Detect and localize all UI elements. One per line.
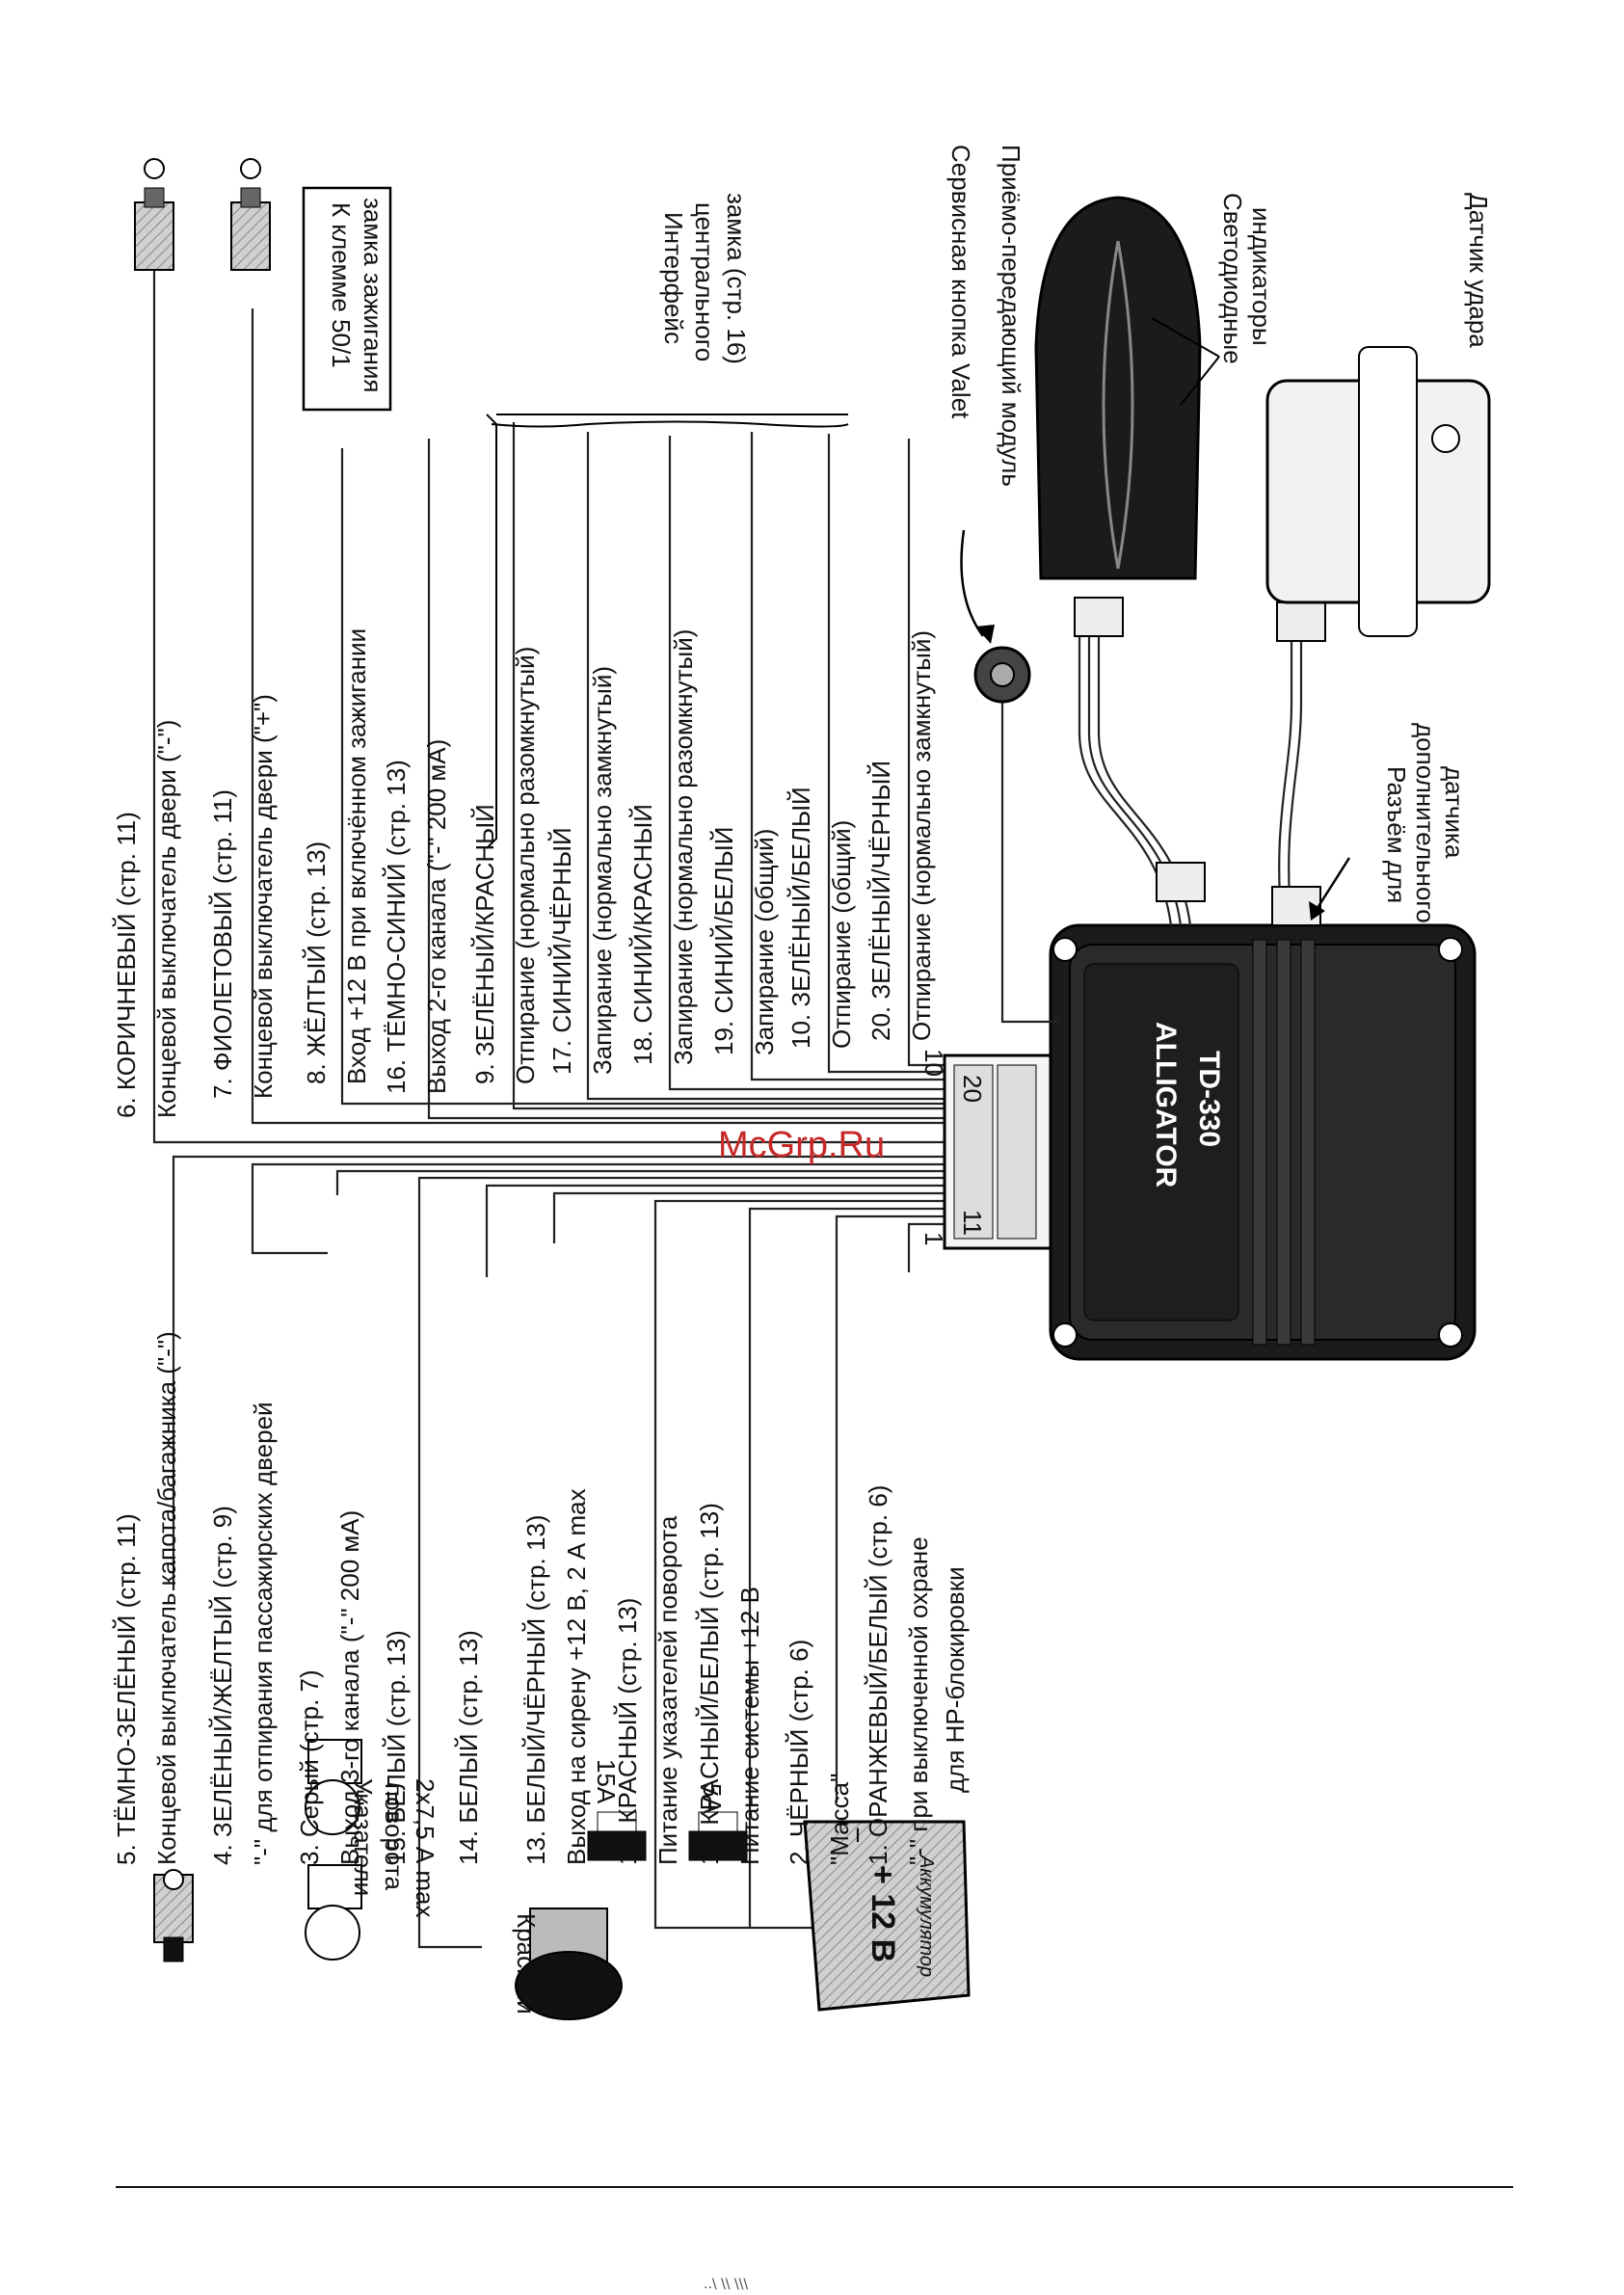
wire-3-desc: Выход 3-го канала ("-" 200 мА) xyxy=(335,1510,364,1865)
pin-label-1: 1 xyxy=(919,1232,948,1245)
wire-13-desc: Выход на сирену +12 В, 2 А max xyxy=(562,1488,591,1865)
wire-9-desc: Отпирание (нормально разомкнутый) xyxy=(511,647,540,1084)
fuse-15a: 15А xyxy=(587,1759,647,1861)
control-unit: TD-330 ALLIGATOR xyxy=(1049,923,1477,1361)
wire-19-title: 19. СИНИЙ/БЕЛЫЙ xyxy=(709,827,738,1055)
battery-brand: Аккумулятор xyxy=(916,1855,937,1977)
wire-15-title: 15. БЕЛЫЙ (стр. 13) xyxy=(382,1630,411,1865)
wire-13-title: 13. БЕЛЫЙ/ЧЁРНЫЙ (стр. 13) xyxy=(521,1514,550,1865)
wire-5-desc: Концевой выключатель капота/багажника ("… xyxy=(152,1331,181,1865)
brand-name: ALLIGATOR xyxy=(1150,1022,1182,1188)
interface-label-2: центрального xyxy=(690,202,719,361)
wire-7-desc: Концевой выключатель двери ("+") xyxy=(249,694,278,1099)
wire-1-title: 1. ОРАНЖЕВЫЙ/БЕЛЫЙ (стр. 6) xyxy=(864,1485,892,1865)
door-switch-violet xyxy=(230,158,271,271)
page-rule xyxy=(116,2186,1513,2188)
wire-5-title: 5. ТЁМНО-ЗЕЛЁНЫЙ (стр. 11) xyxy=(112,1513,141,1865)
connector-20pin: 10 20 11 1 xyxy=(919,1049,1052,1250)
wire-14-title: 14. БЕЛЫЙ (стр. 13) xyxy=(454,1630,483,1865)
watermark: McGrp.Ru xyxy=(718,1125,885,1165)
wire-4-desc: "-" для отпирания пассажирских дверей xyxy=(249,1401,278,1865)
turn-signals-label-2: поворота xyxy=(380,1783,409,1890)
ignition-box-line-2: замка зажигания xyxy=(359,198,387,393)
wire-11-title: 11. КРАСНЫЙ/БЕЛЫЙ (стр. 13) xyxy=(695,1503,724,1865)
connector-label-3: датчика xyxy=(1440,766,1469,859)
wire-12-desc: Питание указателей поворота xyxy=(653,1515,682,1865)
turn-signals-label-3: 2х7,5 А max xyxy=(411,1778,439,1918)
wire-10-desc: Отпирание (общий) xyxy=(827,820,856,1049)
siren-label: Красный xyxy=(512,1913,541,2015)
interface-label-3: замка (стр. 16) xyxy=(722,193,751,364)
left-wire-labels: 5. ТЁМНО-ЗЕЛЁНЫЙ (стр. 11) Концевой выкл… xyxy=(112,1331,970,1865)
wire-harness xyxy=(152,270,949,1949)
wire-18-title: 18. СИНИЙ/КРАСНЫЙ xyxy=(628,804,657,1065)
connector-label-1: Разъём для xyxy=(1382,766,1411,903)
wire-20-title: 20. ЗЕЛЁНЫЙ/ЧЁРНЫЙ xyxy=(866,761,895,1041)
interface-bracket: Интерфейс центрального замка (стр. 16) xyxy=(486,193,849,849)
wire-17-desc: Запирание (нормально замкнутый) xyxy=(588,666,617,1075)
transceiver-module: Приёмо-передающий модуль Светодиодные ин… xyxy=(997,145,1276,926)
siren: Красный xyxy=(512,1908,623,2020)
battery-label: + 12 В xyxy=(865,1865,901,1962)
wire-20-desc: Отпирание (нормально замкнутый) xyxy=(907,630,936,1041)
wire-12-title: 12. КРАСНЫЙ (стр. 13) xyxy=(613,1598,642,1865)
brand-model: TD-330 xyxy=(1193,1051,1225,1147)
led-label-1: Светодиодные xyxy=(1218,193,1247,364)
door-switch-brown xyxy=(134,158,174,271)
turn-signal-lamps: Указатели поворота 2х7,5 А max xyxy=(251,1190,439,1961)
connector-label-2: дополнительного xyxy=(1411,723,1440,923)
wire-9-title: 9. ЗЕЛЁНЫЙ/КРАСНЫЙ xyxy=(470,804,499,1084)
battery: + 12 В Аккумулятор − xyxy=(803,1820,971,2012)
wire-4-title: 4. ЗЕЛЁНЫЙ/ЖЁЛТЫЙ (стр. 9) xyxy=(208,1506,237,1865)
wire-19-desc: Запирание (общий) xyxy=(750,829,779,1055)
fuse-5a: 5А xyxy=(688,1783,748,1861)
wire-6-title: 6. КОРИЧНЕВЫЙ (стр. 11) xyxy=(112,812,141,1118)
wire-1-desc: "-" при выключенной охране xyxy=(904,1536,933,1865)
wire-1-desc-2: для НР-блокировки xyxy=(941,1566,970,1793)
battery-minus: − xyxy=(841,1827,873,1844)
footer-scan-marks: ..\ \\ \\\ xyxy=(704,2277,749,2292)
ignition-box-line-1: К клемме 50/1 xyxy=(327,202,356,368)
wire-6-desc: Концевой выключатель двери ("-") xyxy=(152,720,181,1118)
pin-label-10: 10 xyxy=(919,1049,948,1077)
led-label-2: индикаторы xyxy=(1247,207,1276,346)
turn-signals-label-1: Указатели xyxy=(349,1778,378,1896)
wire-16-title: 16. ТЁМНО-СИНИЙ (стр. 13) xyxy=(382,760,411,1094)
wire-10-title: 10. ЗЕЛЁНЫЙ/БЕЛЫЙ xyxy=(786,787,815,1049)
fuse-5a-label: 5А xyxy=(698,1783,727,1814)
fuse-15a-label: 15А xyxy=(592,1759,621,1804)
ignition-box: К клемме 50/1 замка зажигания xyxy=(302,186,392,412)
wire-18-desc: Запирание (нормально разомкнутый) xyxy=(669,629,698,1065)
pin-label-11: 11 xyxy=(958,1210,987,1236)
valet-label: Сервисная кнопка Valet xyxy=(946,145,975,419)
wire-7-title: 7. ФИОЛЕТОВЫЙ (стр. 11) xyxy=(208,789,237,1099)
shock-sensor: Датчик удара Разъём для дополнительного … xyxy=(1265,193,1493,926)
wire-16-desc: Выход 2-го канала ("-" 200 мА) xyxy=(422,739,451,1094)
hood-switch xyxy=(153,1869,194,1962)
wire-2-title: 2. ЧЁРНЫЙ (стр. 6) xyxy=(785,1640,813,1865)
interface-label-1: Интерфейс xyxy=(659,212,688,344)
wire-8-desc: Вход +12 В при включённом зажигании xyxy=(342,628,371,1084)
transceiver-label: Приёмо-передающий модуль xyxy=(997,145,1025,487)
wire-2-desc: "Масса" xyxy=(825,1774,854,1865)
wire-17-title: 17. СИНИЙ/ЧЁРНЫЙ xyxy=(547,827,576,1075)
wire-11-desc: Питание системы +12 В xyxy=(735,1587,764,1865)
wire-8-title: 8. ЖЁЛТЫЙ (стр. 13) xyxy=(302,841,331,1084)
pin-label-20: 20 xyxy=(958,1075,987,1103)
right-wire-labels: 6. КОРИЧНЕВЫЙ (стр. 11) Концевой выключа… xyxy=(112,628,936,1118)
valet-button: Сервисная кнопка Valet xyxy=(946,145,1060,1024)
shock-label: Датчик удара xyxy=(1464,193,1493,348)
wire-3-title: 3. Серый (стр. 7) xyxy=(295,1669,324,1865)
